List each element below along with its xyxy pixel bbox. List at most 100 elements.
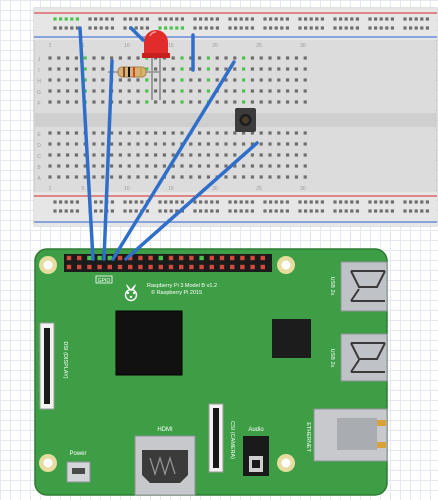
breadboard-hole (136, 142, 140, 146)
wire-button-top[interactable] (111, 60, 236, 261)
breadboard-hole (75, 200, 79, 204)
breadboard-hole (277, 100, 281, 104)
breadboard-hole (294, 78, 298, 82)
gpio-pin (107, 255, 112, 261)
usb-port-top-slot (350, 270, 386, 302)
breadboard-hole (350, 200, 354, 204)
breadboard-hole (259, 131, 263, 135)
wire-resistor[interactable] (102, 59, 114, 261)
breadboard-hole (425, 26, 429, 30)
wire-led-short[interactable] (129, 26, 145, 42)
breadboard-hole (75, 17, 79, 21)
breadboard-holes (48, 17, 429, 213)
breadboard-hole (269, 17, 273, 21)
usb-label-bottom: USB 2x (329, 349, 335, 368)
breadboard-hole (320, 17, 324, 21)
breadboard-hole (162, 67, 166, 71)
breadboard-hole (224, 131, 228, 135)
breadboard-hole (101, 164, 105, 168)
soc-chip (115, 310, 183, 376)
breadboard-hole (274, 26, 278, 30)
breadboard-hole (175, 26, 179, 30)
row-letter: H (37, 79, 41, 85)
column-number: 20 (212, 43, 218, 49)
breadboard-hole (92, 100, 96, 104)
row-letter: F (37, 101, 40, 107)
breadboard-hole (53, 200, 57, 204)
breadboard-hole (64, 26, 68, 30)
breadboard-hole (339, 200, 343, 204)
breadboard-hole (66, 142, 70, 146)
breadboard-hole (70, 17, 74, 21)
breadboard-hole (145, 209, 149, 213)
breadboard-hole (171, 153, 175, 157)
breadboard-hole (99, 209, 103, 213)
breadboard-hole (136, 100, 140, 104)
breadboard-hole (180, 100, 184, 104)
breadboard-hole (140, 26, 144, 30)
breadboard-hole (127, 142, 131, 146)
gpio-pin (128, 264, 133, 270)
breadboard-hole (242, 131, 246, 135)
hdmi-pins (149, 455, 176, 477)
breadboard-hole (127, 175, 131, 179)
raspberry-logo-icon (124, 284, 138, 302)
breadboard-hole (259, 153, 263, 157)
breadboard-hole (110, 131, 114, 135)
breadboard-hole (224, 78, 228, 82)
column-number: 1 (49, 43, 52, 49)
breadboard: 1 5 10 15 20 25 30 1 5 10 15 20 25 30 J … (33, 7, 438, 227)
breadboard-hole (294, 89, 298, 93)
breadboard-hole (83, 153, 87, 157)
breadboard-hole (110, 209, 114, 213)
breadboard-hole (339, 26, 343, 30)
gpio-pin (168, 255, 174, 261)
breadboard-hole (269, 200, 273, 204)
breadboard-hole (385, 17, 389, 21)
breadboard-hole (48, 56, 52, 60)
breadboard-hole (315, 26, 319, 30)
breadboard-hole (333, 17, 337, 21)
led-body (144, 30, 168, 56)
gpio-pin (230, 255, 235, 261)
wire-button-bottom[interactable] (124, 141, 259, 261)
breadboard-hole (48, 175, 52, 179)
column-number: 5 (82, 186, 85, 192)
breadboard-hole (154, 164, 158, 168)
gpio-pin (168, 264, 174, 270)
gpio-pin (209, 264, 214, 270)
breadboard-hole (206, 78, 210, 82)
breadboard-hole (350, 26, 354, 30)
breadboard-hole (403, 26, 407, 30)
breadboard-hole (127, 131, 131, 135)
breadboard-hole (245, 200, 249, 204)
breadboard-hole (136, 78, 140, 82)
breadboard-hole (245, 209, 249, 213)
breadboard-hole (268, 56, 272, 60)
breadboard-hole (88, 26, 92, 30)
wire-ground-rail[interactable] (78, 26, 95, 261)
gpio-pin (179, 255, 184, 261)
breadboard-hole (140, 17, 144, 21)
breadboard-hole (162, 131, 166, 135)
breadboard-hole (250, 153, 254, 157)
breadboard-hole (136, 153, 140, 157)
column-number: 25 (256, 186, 262, 192)
breadboard-hole (277, 78, 281, 82)
breadboard-hole (368, 26, 372, 30)
breadboard-hole (233, 131, 237, 135)
breadboard-hole (303, 67, 307, 71)
breadboard-hole (48, 67, 52, 71)
breadboard-hole (105, 26, 109, 30)
breadboard-hole (118, 56, 122, 60)
resistor-band (123, 67, 125, 77)
push-button-icon[interactable] (235, 108, 256, 132)
breadboard-hole (315, 17, 319, 21)
breadboard-hole (154, 142, 158, 146)
breadboard-hole (294, 131, 298, 135)
breadboard-hole (215, 56, 219, 60)
push-button-center[interactable] (242, 116, 249, 124)
breadboard-hole (286, 56, 290, 60)
breadboard-hole (280, 200, 284, 204)
column-number: 1 (49, 186, 52, 192)
